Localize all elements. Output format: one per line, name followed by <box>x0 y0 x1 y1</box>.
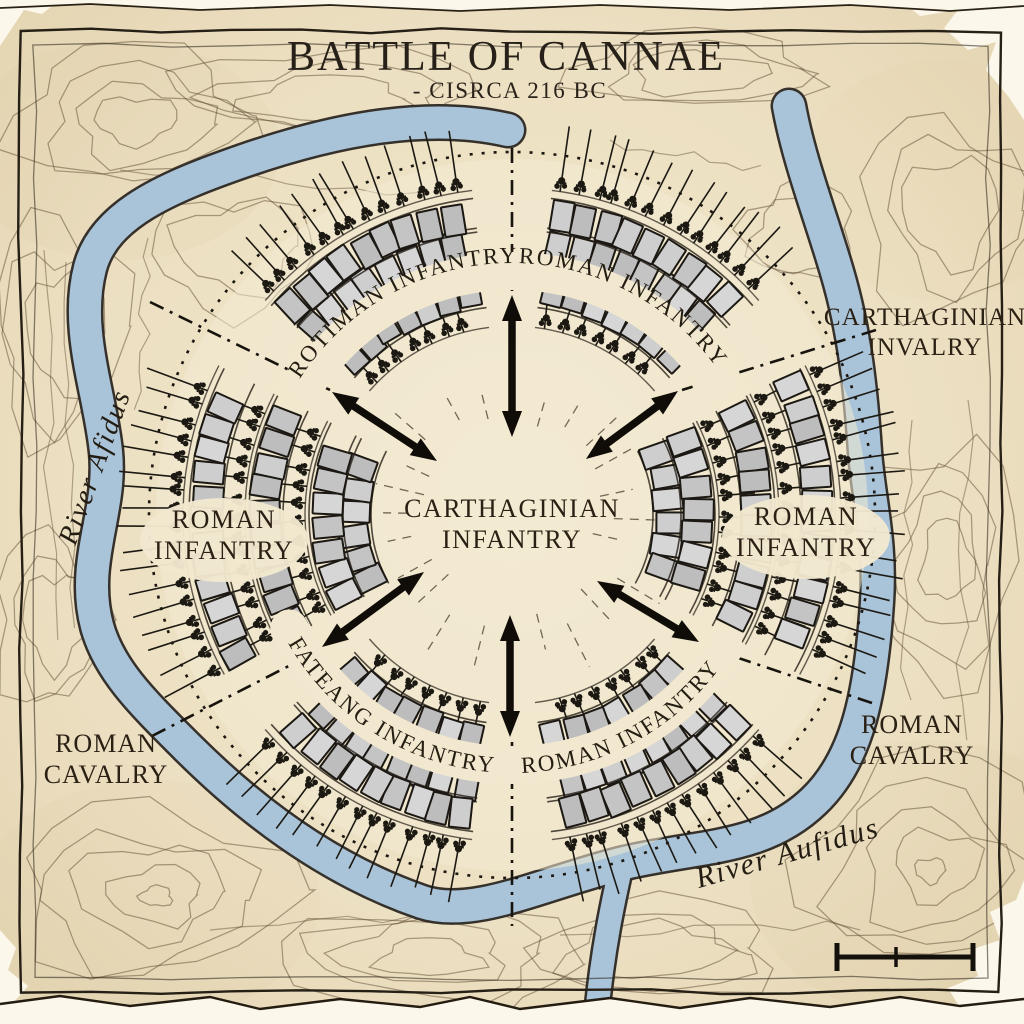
double-arrow-southeast-icon <box>597 581 699 642</box>
east-infantry-label-line1: ROMAN <box>754 502 858 531</box>
scale-bar <box>834 943 976 971</box>
center-infantry-label-line2: INFANTRY <box>442 525 582 554</box>
double-arrow-north-icon <box>502 295 522 437</box>
label-band <box>484 628 743 784</box>
label-band <box>140 498 308 582</box>
east-infantry-label-line2: INFANTRY <box>736 533 876 562</box>
map-subtitle: - CISRCA 216 BC <box>413 78 607 103</box>
double-arrow-northeast-icon <box>586 391 678 459</box>
battle-diagram <box>116 126 905 926</box>
label-band <box>484 251 738 405</box>
center-ray-marks <box>375 389 660 668</box>
double-arrow-southwest-icon <box>322 572 424 647</box>
map-border-frame <box>16 27 1004 996</box>
roman-cavalry-sw-label-line1: ROMAN <box>55 729 157 758</box>
double-arrow-northwest-icon <box>332 392 437 461</box>
roman-cavalry-sw-label-line2: CAVALRY <box>44 760 169 789</box>
double-arrow-south-icon <box>500 615 520 737</box>
carthaginian-cavalry-label-line2: INVALRY <box>868 334 983 361</box>
label-band <box>270 609 527 784</box>
river-aufidus <box>66 87 897 1024</box>
west-infantry-label-line1: ROMAN <box>172 505 276 534</box>
troop-formations <box>116 126 905 903</box>
center-infantry-label-line1: CARTHAGINIAN <box>404 494 620 523</box>
border-outer-line <box>16 27 1004 996</box>
roman-cavalry-se-label-line1: ROMAN <box>861 710 963 739</box>
map-title: BATTLE OF CANNAE <box>287 34 725 80</box>
carthaginian-cavalry-label-line1: CARTHAGINIAN <box>824 304 1024 331</box>
river-water <box>68 90 894 923</box>
border-inner-line <box>32 42 991 982</box>
roman-cavalry-se-label-line2: CAVALRY <box>850 741 975 770</box>
west-infantry-label-line2: INFANTRY <box>154 536 294 565</box>
attack-arrows <box>322 295 699 737</box>
label-band <box>722 495 890 579</box>
